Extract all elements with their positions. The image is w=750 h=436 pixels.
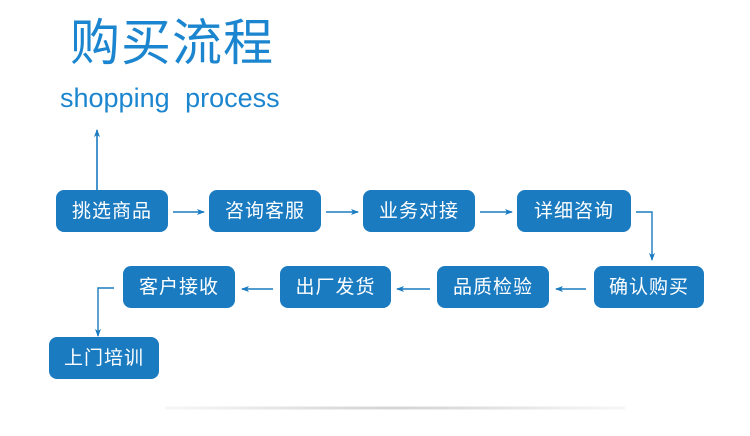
step-box-business-docking[interactable]: 业务对接 (363, 190, 475, 232)
step-box-select-product[interactable]: 挑选商品 (56, 190, 168, 232)
step-box-consult-service[interactable]: 咨询客服 (209, 190, 321, 232)
step-box-customer-receipt[interactable]: 客户接收 (123, 266, 235, 308)
step-box-confirm-purchase[interactable]: 确认购买 (594, 266, 704, 308)
step-label: 详细咨询 (533, 200, 614, 222)
step-label: 咨询客服 (224, 200, 305, 222)
step-label: 业务对接 (378, 200, 459, 222)
step-box-detailed-inquiry[interactable]: 详细咨询 (517, 190, 631, 232)
step-label: 出厂发货 (295, 276, 376, 298)
step-box-factory-shipping[interactable]: 出厂发货 (280, 266, 391, 308)
step-label: 客户接收 (138, 276, 219, 298)
step-box-onsite-training[interactable]: 上门培训 (49, 337, 159, 379)
step-label: 品质检验 (452, 276, 533, 298)
bottom-divider-shadow (165, 406, 625, 410)
step-label: 确认购买 (608, 276, 689, 298)
page-subtitle: shopping process (60, 83, 280, 113)
step-box-quality-inspection[interactable]: 品质检验 (437, 266, 549, 308)
page-title: 购买流程 (70, 14, 274, 72)
arrow-step8-to-step9 (95, 287, 114, 337)
step-label: 挑选商品 (71, 200, 152, 222)
arrow-step4-to-step5 (636, 211, 655, 261)
step-label: 上门培训 (63, 347, 144, 369)
